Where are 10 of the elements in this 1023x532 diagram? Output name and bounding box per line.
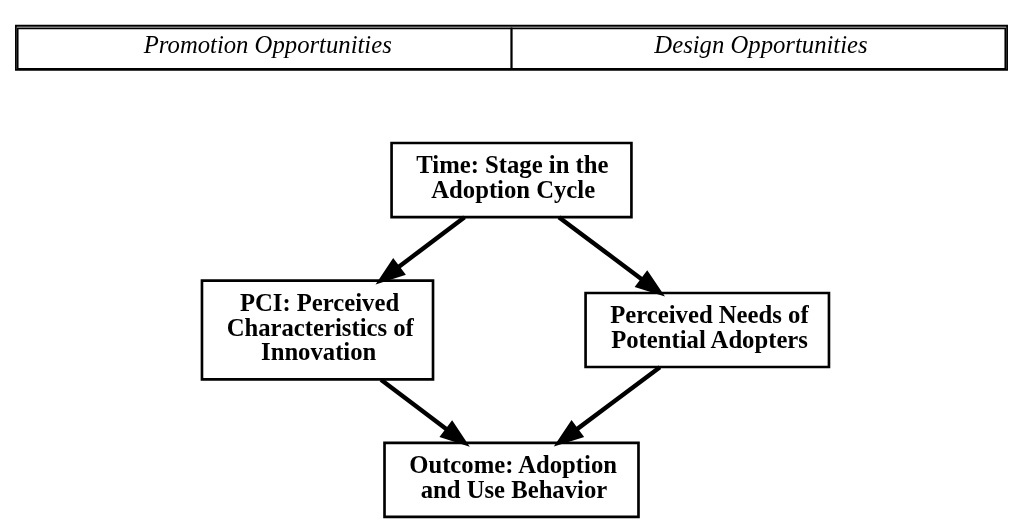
- arrow: [379, 377, 470, 447]
- arrow: [375, 215, 466, 284]
- node-box: Time: Stage in the Adoption Cycle: [390, 141, 633, 218]
- node-box: Outcome: Adoption and Use Behavior: [383, 441, 640, 518]
- label: Design Opportunities: [654, 30, 868, 58]
- label: Promotion Opportunities: [143, 30, 392, 58]
- node-box: Perceived Needs of Potential Adopters: [584, 291, 831, 368]
- arrow: [557, 215, 665, 297]
- node-box: PCI: Perceived Characteristics of Innovation: [200, 278, 435, 381]
- arrow: [553, 364, 662, 447]
